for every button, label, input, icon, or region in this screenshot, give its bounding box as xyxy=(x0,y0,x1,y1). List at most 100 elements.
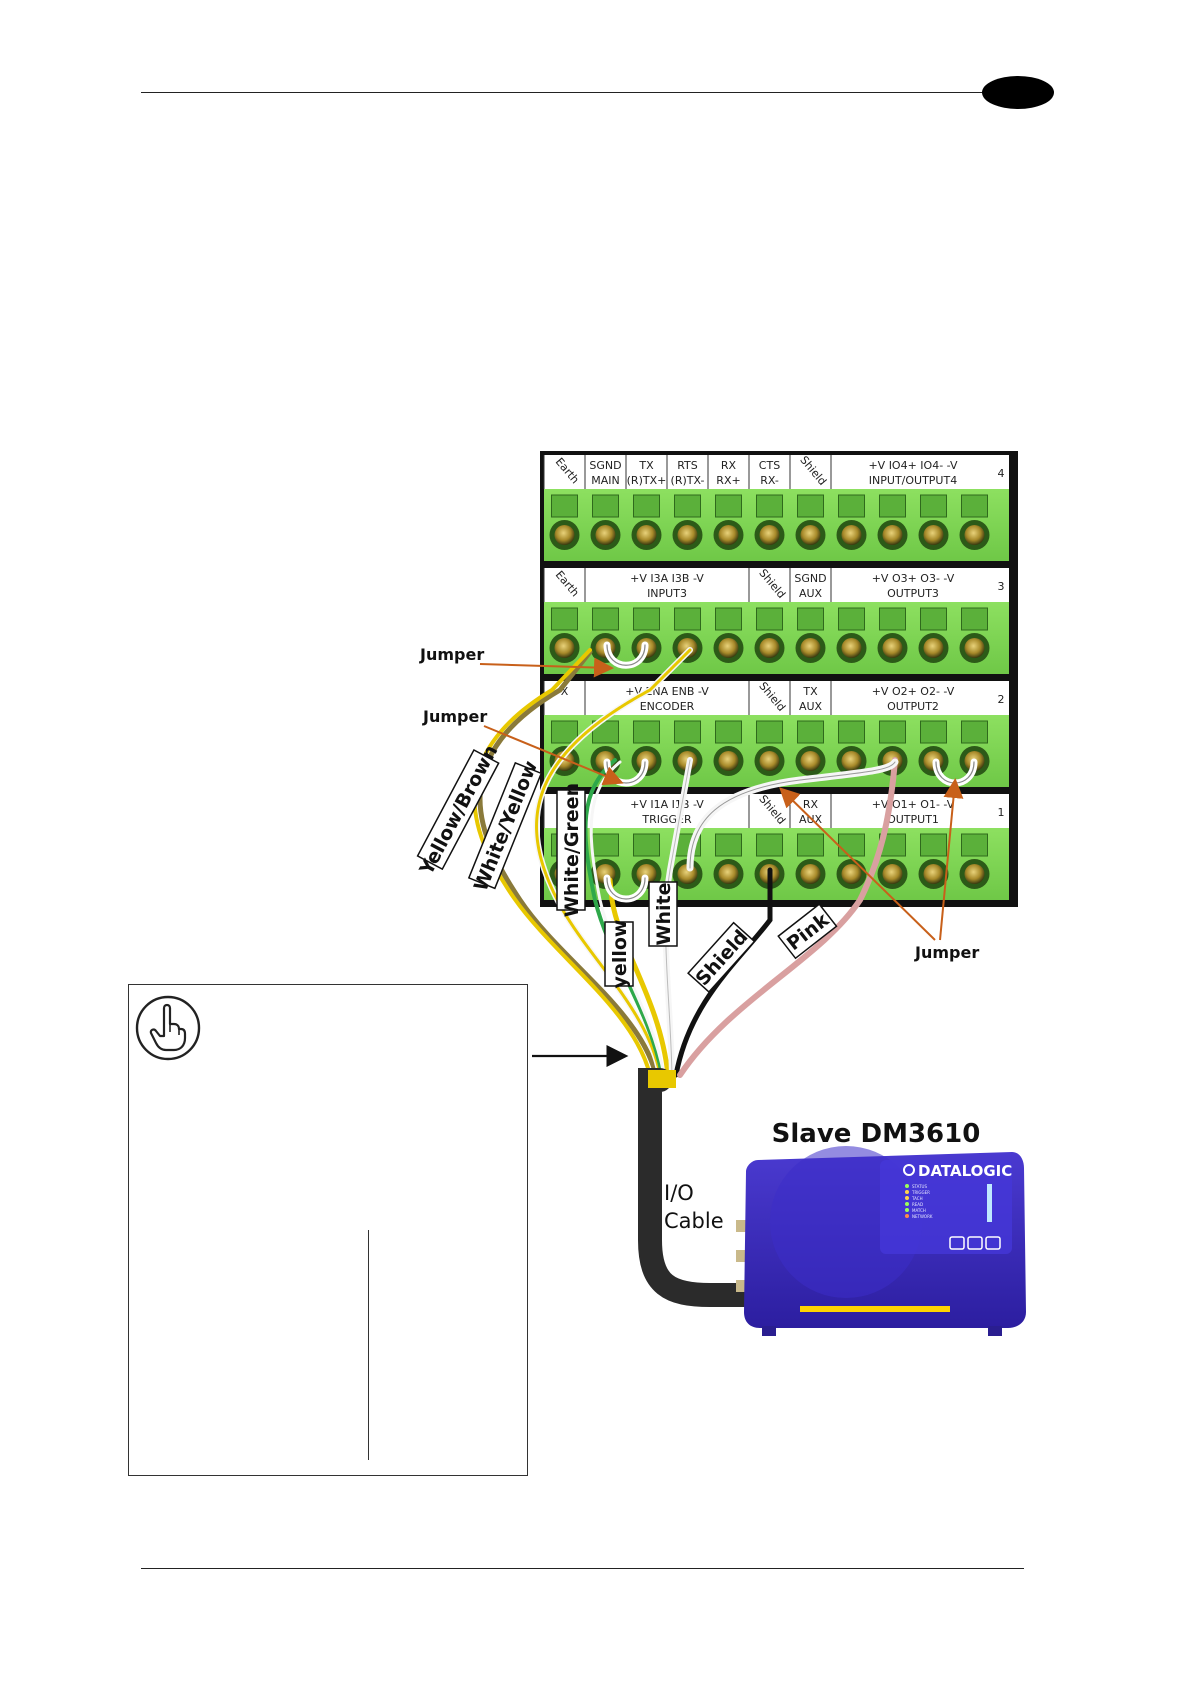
note-box xyxy=(128,984,528,1476)
terminal-screw[interactable] xyxy=(964,638,985,658)
wire-white-green-white xyxy=(589,760,666,1077)
svg-text:White/Green: White/Green xyxy=(561,783,583,917)
callout-arrow-3a xyxy=(779,787,936,941)
svg-text:yellow: yellow xyxy=(609,920,631,989)
terminal-screw[interactable] xyxy=(841,525,862,545)
svg-text:MATCH: MATCH xyxy=(912,1208,926,1213)
terminal-screw[interactable] xyxy=(718,864,739,884)
wire-pink xyxy=(677,757,898,1078)
terminal-label-strip xyxy=(544,794,1009,828)
terminal-screw[interactable] xyxy=(964,525,985,545)
callout-arrow-3b xyxy=(939,778,964,941)
svg-text:White: White xyxy=(653,883,675,946)
terminal-row-number: 4 xyxy=(998,467,1005,480)
terminal-screw[interactable] xyxy=(595,525,616,545)
terminal-screw[interactable] xyxy=(718,525,739,545)
header-rule xyxy=(141,92,1051,93)
datalogic-logo-icon xyxy=(903,1164,915,1176)
cable-label-line2: Cable xyxy=(664,1209,724,1233)
terminal-screw[interactable] xyxy=(800,638,821,658)
callout-arrow-1 xyxy=(479,657,614,678)
cable-label-line1: I/O xyxy=(664,1181,694,1205)
device-button-1 xyxy=(949,1236,965,1250)
terminal-screw[interactable] xyxy=(923,525,944,545)
terminal-screw[interactable] xyxy=(841,638,862,658)
terminal-screw[interactable] xyxy=(882,638,903,658)
terminal-screw[interactable] xyxy=(800,864,821,884)
wire-yellow-brown-yellow xyxy=(472,648,652,1077)
terminal-screw[interactable] xyxy=(923,638,944,658)
wire-white-green-green xyxy=(583,758,664,1077)
terminal-row-number: 3 xyxy=(998,580,1005,593)
device-button-2 xyxy=(967,1236,983,1250)
terminal-row-number: 1 xyxy=(998,806,1005,819)
terminal-screw[interactable] xyxy=(718,638,739,658)
terminal-screw[interactable] xyxy=(677,525,698,545)
wire-label-white-green: White/Green xyxy=(556,783,586,917)
terminal-label-strip xyxy=(544,455,1009,489)
terminal-screw[interactable] xyxy=(554,638,575,658)
wire-label-yellow: yellow xyxy=(604,920,634,989)
svg-text:STATUS: STATUS xyxy=(912,1184,927,1189)
callout-arrow-2 xyxy=(483,725,624,786)
terminal-row-number: 2 xyxy=(998,693,1005,706)
device-brand: DATALOGIC xyxy=(918,1162,1012,1180)
svg-text:TRIGGER: TRIGGER xyxy=(911,1190,930,1195)
terminal-screw[interactable] xyxy=(759,638,780,658)
terminal-label: RTS(R)TX- xyxy=(671,459,705,487)
wire-yellow-brown-brown xyxy=(477,649,659,1078)
terminal-screw[interactable] xyxy=(841,751,862,771)
terminal-screw[interactable] xyxy=(759,751,780,771)
pointing-hand-icon xyxy=(135,995,201,1061)
terminal-screw[interactable] xyxy=(964,864,985,884)
device-bar-indicator xyxy=(987,1184,992,1222)
io-cable xyxy=(638,1068,764,1307)
device-title: Slave DM3610 xyxy=(772,1119,981,1149)
callout-jumper-3: Jumper xyxy=(914,943,979,962)
wire-white-yellow-yellow xyxy=(535,648,692,1077)
wire-label-white: White xyxy=(648,881,678,947)
terminal-screw[interactable] xyxy=(800,751,821,771)
device-warning-label xyxy=(800,1306,950,1312)
terminal-screw[interactable] xyxy=(554,525,575,545)
terminal-screw[interactable] xyxy=(923,864,944,884)
terminal-screw[interactable] xyxy=(759,525,780,545)
terminal-label-strip xyxy=(544,568,1009,602)
wire-label-pink: Pink xyxy=(777,903,838,960)
svg-text:NETWORK: NETWORK xyxy=(912,1214,933,1219)
terminal-screw[interactable] xyxy=(882,525,903,545)
device-panel xyxy=(880,1160,1012,1254)
cable-ferrule xyxy=(648,1070,676,1088)
terminal-screw[interactable] xyxy=(677,638,698,658)
callout-jumper-2: Jumper xyxy=(422,707,487,726)
note-column-divider xyxy=(368,1230,369,1460)
terminal-screw[interactable] xyxy=(882,864,903,884)
terminal-screw[interactable] xyxy=(718,751,739,771)
callout-jumper-1: Jumper xyxy=(419,645,484,664)
wire-yellow xyxy=(607,877,671,1078)
jumper-input3-edge xyxy=(606,644,646,666)
terminal-label: X xyxy=(561,685,569,698)
slave-device: Slave DM3610 I/O Cable DATALOGIC STATUS … xyxy=(664,1119,1026,1336)
jumper-trigger-edge xyxy=(606,877,646,900)
terminal-screw[interactable] xyxy=(800,525,821,545)
terminal-screw[interactable] xyxy=(636,525,657,545)
chapter-tab-marker xyxy=(982,76,1054,109)
terminal-screw[interactable] xyxy=(841,864,862,884)
